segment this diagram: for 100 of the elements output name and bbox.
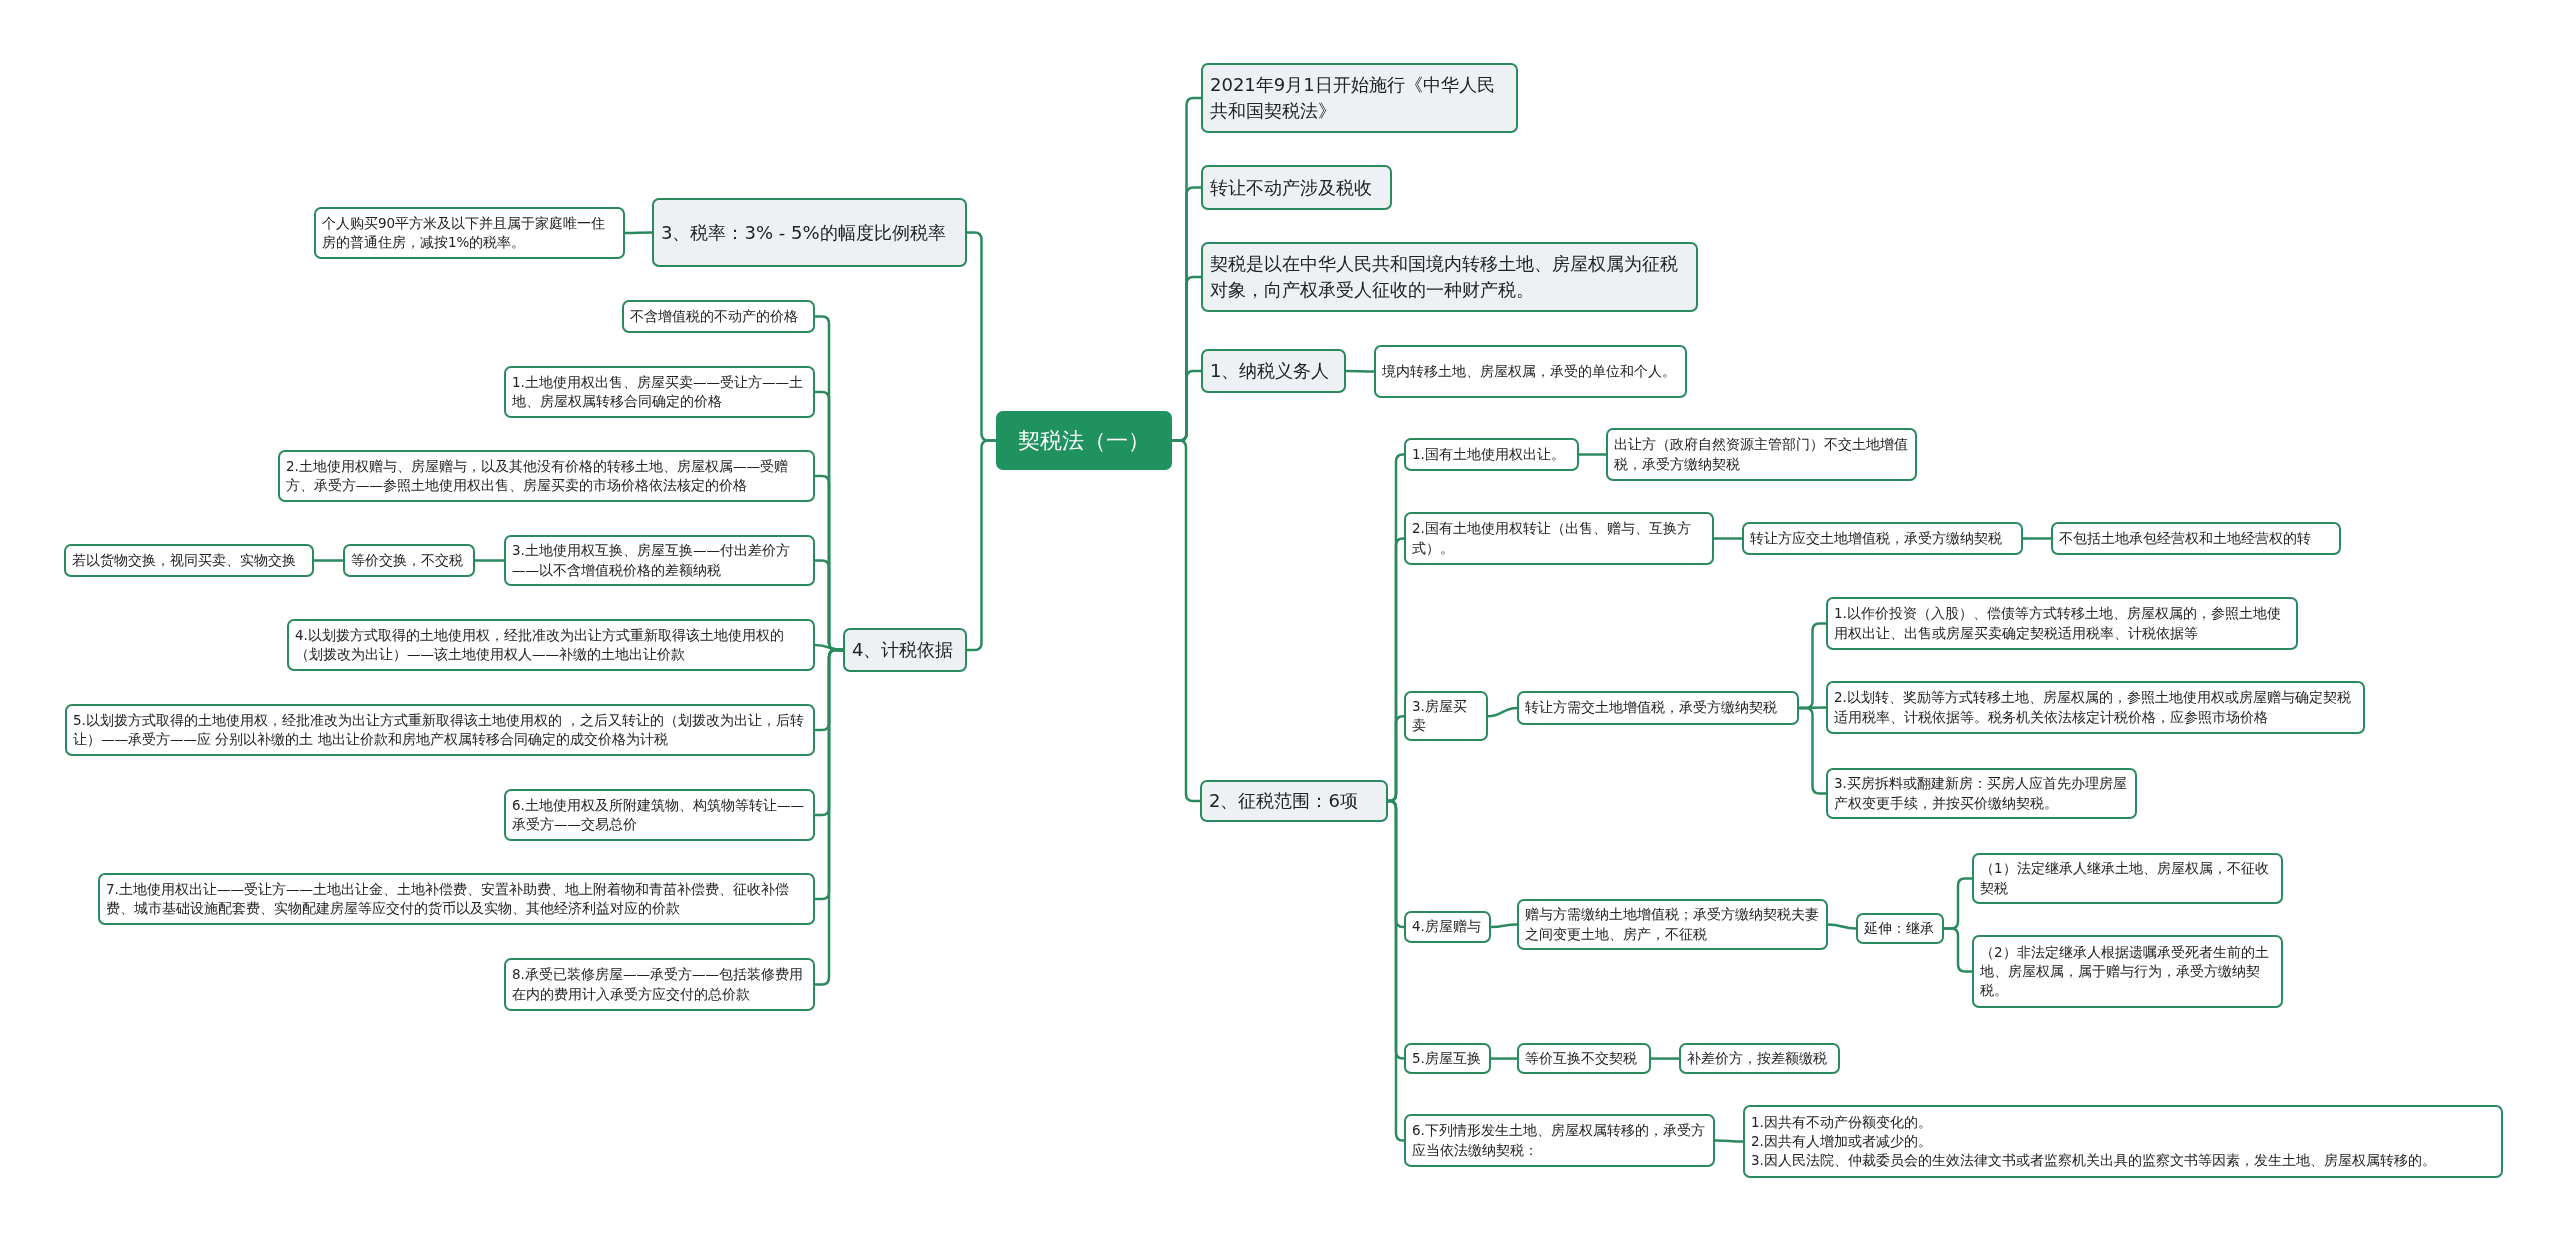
connector: [2023, 537, 2051, 540]
subtopic-box: [1404, 691, 1488, 742]
topic-text: 2.土地使用权赠与、房屋赠与，以及其他没有价格的转移土地、房屋权属——受赠方、承受方——参照土地使用权出售、房屋买卖的市场价格依法核定的价格: [286, 456, 789, 495]
topic-text: 3.土地使用权互换、房屋互换——付出差价方——以不含增值税价格的差额纳税: [512, 541, 791, 580]
topic-text: 若以货物交换，视同买卖、实物交换: [72, 550, 297, 570]
subtopic-box: [1743, 1105, 2503, 1178]
connector: [1579, 453, 1606, 456]
subtopic-box: [314, 207, 625, 259]
subtopic-box: [98, 873, 815, 925]
subtopic-box: [1374, 345, 1687, 398]
topic-text: 6.下列情形发生土地、房屋权属转移的，承受方应当依法缴纳契税：: [1412, 1121, 1706, 1160]
topic-text: 7.土地使用权出让——受让方——土地出让金、土地补偿费、安置补助费、地上附着物和青苗补偿费、征收补偿费、城市基础设施配套费、实物配建房屋等应交付的货币以及实物、其他经济利益对应的价款: [106, 879, 790, 918]
topic-text: 契税是以在中华人民共和国境内转移土地、房屋权属为征税对象，向产权承受人征收的一种财产税。: [1210, 252, 1679, 302]
connector: [475, 559, 504, 562]
topic-text: 2.国有土地使用权转让（出售、赠与、互换方式）。: [1412, 519, 1692, 558]
subtopic-box: [1826, 768, 2137, 819]
subtopic-box: [1404, 1043, 1491, 1075]
central-topic-box: [996, 411, 1172, 470]
topic-text: 5.房屋互换: [1412, 1049, 1482, 1068]
subtopic-box: [2051, 522, 2341, 555]
subtopic-box: [1404, 911, 1491, 943]
connector: [815, 648, 843, 986]
topic-text: 2.因共有人增加或者减少的。: [1751, 1131, 1933, 1151]
subtopic-box: [1826, 681, 2365, 734]
subtopic-box: [343, 544, 475, 577]
topic-text: 1.土地使用权出售、房屋买卖——受让方——土地、房屋权属转移合同确定的价格: [512, 372, 804, 411]
topic-text: 个人购买90平方米及以下并且属于家庭唯一住房的普通住房，减按1%的税率。: [322, 213, 607, 252]
topic-text: 2.以划转、奖励等方式转移土地、房屋权属的，参照土地使用权或房屋赠与确定契税适用税率、计税依据等。税务机关依法核定计税价格，应参照市场价格: [1834, 688, 2352, 727]
topic-text: 补差价方，按差额缴税: [1687, 1049, 1828, 1068]
topic-text: 2、征税范围：6项: [1209, 789, 1359, 814]
connector: [1715, 1139, 1743, 1143]
topic-text: 3.房屋买卖: [1412, 697, 1468, 736]
connector: [1944, 927, 1972, 973]
topic-text: 境内转移土地、房屋权属，承受的单位和个人。: [1382, 361, 1677, 381]
subtopic-box: [1517, 899, 1828, 950]
connector: [1172, 439, 1200, 803]
connector: [1487, 706, 1518, 718]
topic-text: 3、税率：3% - 5%的幅度比例税率: [661, 220, 947, 245]
topic-text: 4、计税依据: [852, 638, 955, 663]
subtopic-box: [64, 544, 314, 577]
subtopic-box: [1404, 438, 1579, 471]
topic-text: 8.承受已装修房屋——承受方——包括装修费用在内的费用计入承受方应交付的总价款: [512, 965, 804, 1004]
topic-text: 赠与方需缴纳土地增值税；承受方缴纳契税夫妻之间变更土地、房产，不征税: [1525, 905, 1820, 944]
topic-text: 1、纳税义务人: [1210, 359, 1331, 384]
topic-text: 2021年9月1日开始施行《中华人民共和国契税法》: [1210, 73, 1496, 123]
subtopic-box: [278, 450, 815, 502]
topic-text: 延伸：继承: [1864, 919, 1935, 938]
topic-box: [1201, 349, 1346, 393]
topic-text: （1）法定继承人继承土地、房屋权属，不征收契税: [1980, 859, 2270, 898]
topic-box: [1201, 242, 1698, 312]
connector: [1651, 1057, 1679, 1060]
connector: [967, 439, 996, 652]
subtopic-box: [622, 300, 815, 333]
subtopic-box: [504, 366, 815, 418]
topic-text: 转让方应交土地增值税，承受方缴纳契税: [1750, 528, 2003, 548]
connector: [1387, 799, 1405, 1142]
connector: [625, 231, 652, 235]
subtopic-box: [1742, 522, 2023, 555]
subtopic-box: [1856, 913, 1944, 945]
connector: [1490, 923, 1518, 929]
topic-text: 1.以作价投资（入股）、偿债等方式转移土地、房屋权属的，参照土地使用权出让、出售或房屋买卖确定契税适用税率、计税依据等: [1834, 604, 2282, 643]
topic-text: 4.房屋赠与: [1412, 917, 1482, 937]
subtopic-box: [1826, 597, 2298, 650]
connector: [1827, 923, 1857, 930]
connector: [314, 559, 343, 562]
subtopic-box: [1517, 691, 1799, 725]
subtopic-box: [1972, 853, 2283, 904]
topic-text: 等价交换，不交税: [351, 550, 464, 570]
subtopic-box: [1404, 512, 1714, 565]
topic-box: [1201, 63, 1518, 133]
subtopic-box: [1404, 1114, 1715, 1167]
topic-text: 不含增值税的不动产的价格: [630, 306, 799, 326]
topic-box: [843, 628, 967, 672]
subtopic-box: [504, 958, 815, 1011]
topic-text: 转让不动产涉及税收: [1210, 175, 1373, 200]
subtopic-box: [287, 619, 815, 671]
subtopic-box: [1606, 428, 1917, 481]
topic-box: [1200, 780, 1388, 822]
topic-text: 3.因人民法院、仲裁委员会的生效法律文书或者监察机关出具的监察文书等因素，发生土地、房屋权属转移的。: [1751, 1151, 2437, 1171]
subtopic-box: [1517, 1043, 1651, 1075]
topic-text: 6.土地使用权及所附建筑物、构筑物等转让——承受方——交易总价: [512, 795, 805, 834]
topic-text: （2）非法定继承人根据遗嘱承受死者生前的土地、房屋权属，属于赠与行为，承受方缴纳契税。: [1980, 942, 2270, 1001]
subtopic-box: [65, 704, 815, 756]
connector: [1346, 369, 1374, 373]
topic-text: 不包括土地承包经营权和土地经营权的转: [2059, 528, 2312, 548]
connector: [1714, 537, 1742, 540]
topic-text: 1.因共有不动产份额变化的。: [1751, 1112, 1933, 1132]
topic-text: 4.以划拨方式取得的土地使用权，经批准改为出让方式重新取得该土地使用权的（划拨改为出让）——该土地使用权人——补缴的土地出让价款: [295, 625, 785, 664]
topic-text: 5.以划拨方式取得的土地使用权，经批准改为出让方式重新取得该土地使用权的 ，之后又转让的（划拨改为出让，后转让）——承受方——应 分别以补缴的土 地出让价款和房地产权属转移合同确定的成交价格为计税: [73, 710, 806, 749]
topic-text: 1.国有土地使用权出让。: [1412, 444, 1566, 464]
topic-text: 出让方（政府自然资源主管部门）不交土地增值税，承受方缴纳契税: [1614, 435, 1909, 474]
topic-text: 转让方需交土地增值税，承受方缴纳契税: [1525, 698, 1778, 718]
topic-text: 等价互换不交契税: [1525, 1049, 1638, 1068]
connector: [1491, 1057, 1517, 1060]
topic-box: [652, 198, 967, 267]
subtopic-box: [1972, 935, 2283, 1008]
topic-box: [1201, 165, 1392, 210]
topic-text: 契税法（一）: [1018, 426, 1150, 455]
subtopic-box: [1679, 1043, 1840, 1075]
subtopic-box: [504, 535, 815, 586]
